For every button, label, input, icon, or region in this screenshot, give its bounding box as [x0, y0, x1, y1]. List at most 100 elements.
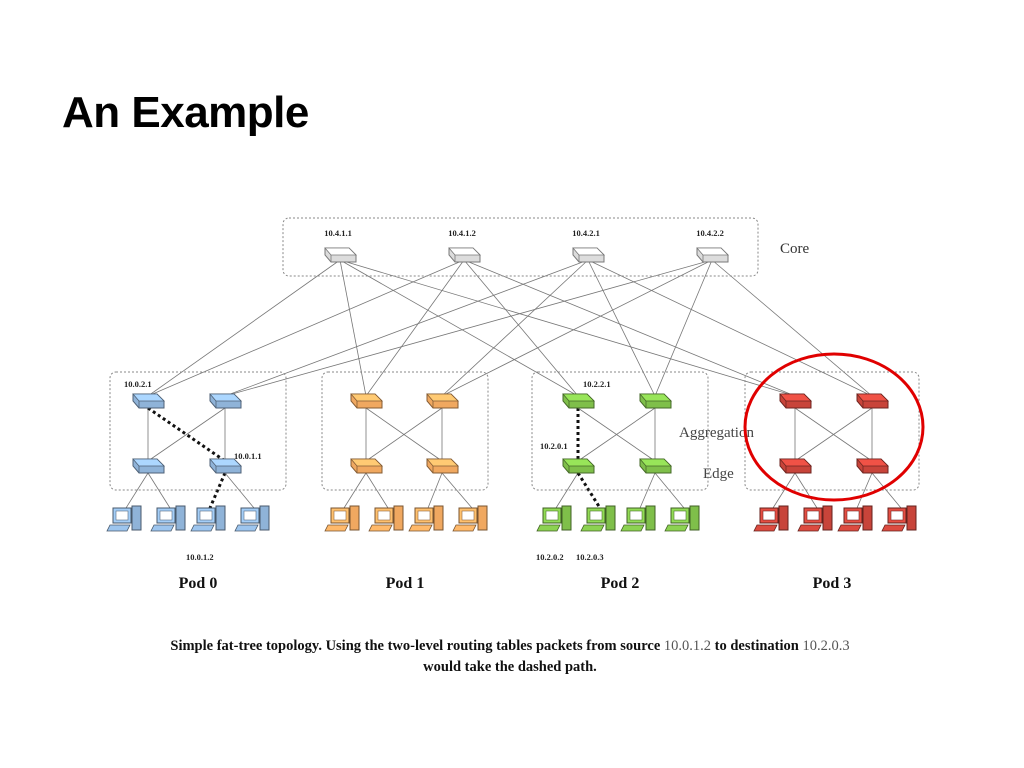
- host: [190, 505, 226, 532]
- core-switch-label: 10.4.2.2: [696, 228, 724, 238]
- pod-1-group-box: [321, 371, 489, 491]
- edge-switch: [779, 458, 812, 474]
- edge-layer-label: Edge: [703, 466, 734, 482]
- host-screen: [890, 510, 904, 521]
- edge-switch: [132, 458, 165, 474]
- switch-top: [350, 393, 383, 402]
- host: [620, 505, 656, 532]
- core-agg-link: [224, 259, 589, 397]
- host-keyboard: [620, 524, 645, 532]
- switch-top: [696, 247, 729, 256]
- host: [664, 505, 700, 532]
- switch-top: [562, 458, 595, 467]
- host-keyboard: [664, 524, 689, 532]
- switch-top: [448, 247, 481, 256]
- core-switch-c4: [696, 247, 729, 263]
- pod-3-group-box: [744, 371, 920, 491]
- edge-host-link: [125, 472, 149, 509]
- edge-host-link: [208, 472, 227, 509]
- host-address-label: 10.0.1.2: [186, 552, 214, 562]
- switch-top: [209, 393, 242, 402]
- edge-switch: [426, 458, 459, 474]
- aggregation-switch: [132, 393, 165, 409]
- host: [368, 505, 404, 532]
- caption-destination-address: 10.2.0.3: [802, 638, 850, 654]
- edge-switch: [562, 458, 595, 474]
- edge-host-link: [772, 472, 796, 509]
- host: [324, 505, 360, 532]
- switch-top: [572, 247, 605, 256]
- host-screen: [673, 510, 687, 521]
- aggregation-switch: [426, 393, 459, 409]
- aggregation-switch: [779, 393, 812, 409]
- edge-switch-label: 10.2.0.1: [540, 441, 568, 451]
- caption-part-2: to destination: [714, 638, 799, 654]
- host-tower: [605, 505, 616, 531]
- core-agg-link: [463, 259, 796, 397]
- host-keyboard: [797, 524, 822, 532]
- core-agg-link: [441, 259, 713, 397]
- core-agg-link: [147, 259, 465, 397]
- host-screen: [159, 510, 173, 521]
- core-agg-link: [463, 259, 579, 397]
- pod-name-label: Pod 0: [179, 575, 218, 592]
- aggregation-switch: [350, 393, 383, 409]
- host-tower: [645, 505, 656, 531]
- core-agg-link: [365, 259, 465, 397]
- switch-top: [779, 393, 812, 402]
- host-screen: [629, 510, 643, 521]
- pod-name-label: Pod 3: [813, 575, 852, 592]
- core-switch-label: 10.4.1.1: [324, 228, 352, 238]
- switch-top: [856, 393, 889, 402]
- host-screen: [115, 510, 129, 521]
- caption-part-3: would take the dashed path.: [423, 659, 597, 675]
- switch-top: [350, 458, 383, 467]
- host-keyboard: [234, 524, 259, 532]
- edge-switch: [209, 458, 242, 474]
- host-keyboard: [150, 524, 175, 532]
- host-tower: [822, 505, 833, 531]
- host-tower: [862, 505, 873, 531]
- host-tower: [175, 505, 186, 531]
- switch-top: [324, 247, 357, 256]
- edge-switch: [856, 458, 889, 474]
- host: [580, 505, 616, 532]
- pod-2-group-box: [531, 371, 709, 491]
- switch-top: [779, 458, 812, 467]
- pod-name-label: Pod 2: [601, 575, 640, 592]
- host: [881, 505, 917, 532]
- host-keyboard: [837, 524, 862, 532]
- link-layer: [125, 259, 902, 509]
- switch-top: [639, 393, 672, 402]
- host-keyboard: [190, 524, 215, 532]
- host-keyboard: [753, 524, 778, 532]
- core-switch-c3: [572, 247, 605, 263]
- caption-source-address: 10.0.1.2: [663, 638, 712, 654]
- host-screen: [545, 510, 559, 521]
- switch-top: [132, 393, 165, 402]
- aggregation-switch: [209, 393, 242, 409]
- core-agg-link: [441, 259, 589, 397]
- host-screen: [243, 510, 257, 521]
- core-switch-c1: [324, 247, 357, 263]
- host: [408, 505, 444, 532]
- host-screen: [377, 510, 391, 521]
- host-keyboard: [881, 524, 906, 532]
- pod-name-label: Pod 1: [386, 575, 425, 592]
- host: [106, 505, 142, 532]
- host-address-label: 10.2.0.2: [536, 552, 564, 562]
- edge-host-link: [555, 472, 579, 509]
- pod-3-highlight-circle: [743, 352, 925, 502]
- agg-edge-link: [577, 407, 656, 462]
- host-screen: [461, 510, 475, 521]
- host: [837, 505, 873, 532]
- switch-top: [856, 458, 889, 467]
- host-screen: [589, 510, 603, 521]
- slide-title: An Example: [62, 88, 309, 137]
- core-layer-label: Core: [780, 241, 810, 257]
- aggregation-switch-label: 10.0.2.1: [124, 379, 152, 389]
- switch-top: [639, 458, 672, 467]
- host-tower: [561, 505, 572, 531]
- host-tower: [778, 505, 789, 531]
